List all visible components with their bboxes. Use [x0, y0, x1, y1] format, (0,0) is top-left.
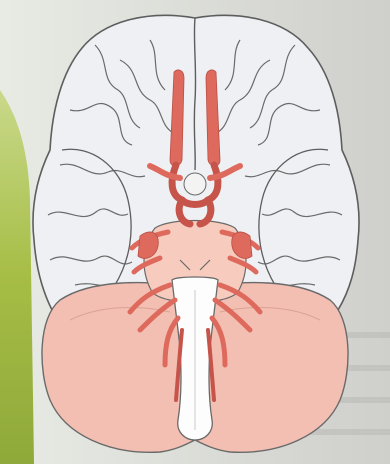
pituitary-outline [184, 173, 206, 195]
